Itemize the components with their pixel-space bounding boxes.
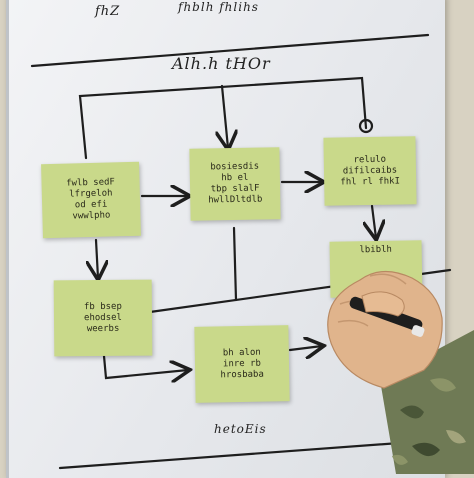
- sticky-note-center-top: bosiesdis hb el tbp slalF hwllDltdlb: [189, 147, 281, 221]
- sticky-note-left-top: fwlb sedF lfrgeloh od efi vwwlpho: [41, 161, 141, 239]
- loop-knot: [358, 118, 374, 134]
- arrow-center-bottom-right: [288, 346, 322, 350]
- corner-scribble-right: fhblh fhlihs: [178, 0, 259, 14]
- arrow-left-bottom-to-center-bottom: [102, 354, 188, 378]
- center-vertical-line: [232, 226, 238, 302]
- sticky-note-right-top: relulo difilcaibs fhl rl fhkI: [323, 136, 417, 206]
- sticky-note-center-bottom: bh alon inre rb hrosbaba: [194, 325, 290, 403]
- arrow-to-center-top: [222, 84, 228, 148]
- sticky-note-left-bottom: fb bsep ehodsel weerbs: [53, 279, 153, 357]
- hand-holding-marker: [327, 270, 474, 474]
- arrow-left-down: [96, 238, 98, 278]
- diagram-title: Alh.h tHOr: [172, 54, 271, 73]
- arrow-right-down: [372, 204, 376, 238]
- corner-scribble-left: fhZ: [95, 4, 121, 19]
- top-rule-line: [30, 33, 430, 68]
- footer-scribble: hetoEis: [214, 422, 267, 436]
- bottom-rule-line: [58, 438, 442, 470]
